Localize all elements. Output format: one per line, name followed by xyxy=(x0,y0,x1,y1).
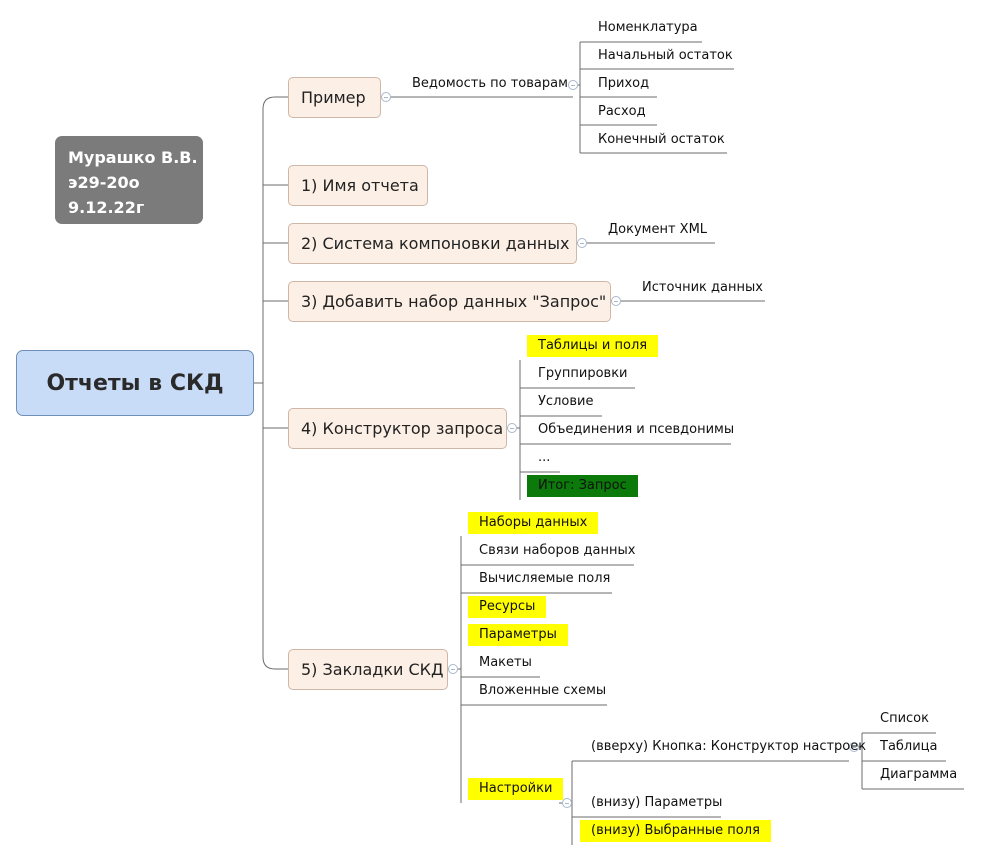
topic-label: (вверху) Кнопка: Конструктор настроек xyxy=(591,739,867,754)
topic-ellipsis[interactable]: ... xyxy=(527,447,561,469)
collapse-dcs-icon[interactable] xyxy=(577,238,587,248)
topic-income[interactable]: Приход xyxy=(587,73,660,95)
author-note[interactable]: Мурашко В.В. э29-20о 9.12.22г xyxy=(55,136,203,224)
topic-closing-balance[interactable]: Конечный остаток xyxy=(587,129,736,151)
collapse-constructor-icon[interactable] xyxy=(849,742,859,752)
collapse-query-builder-icon[interactable] xyxy=(507,423,517,433)
topic-condition[interactable]: Условие xyxy=(527,391,604,413)
topic-selected-fields[interactable]: (внизу) Выбранные поля xyxy=(580,820,771,842)
topic-tables-fields[interactable]: Таблицы и поля xyxy=(527,335,659,357)
topic-label: Номенклатура xyxy=(598,20,698,35)
branch-example[interactable]: Пример xyxy=(288,77,381,118)
root-topic[interactable]: Отчеты в СКД xyxy=(16,350,254,416)
topic-label: Итог: Запрос xyxy=(538,478,627,493)
topic-parameters[interactable]: Параметры xyxy=(468,624,568,646)
topic-label: Таблицы и поля xyxy=(538,338,648,353)
topic-data-source[interactable]: Источник данных xyxy=(631,277,774,299)
branch-dcs-tabs[interactable]: 5) Закладки СКД xyxy=(288,649,448,690)
topic-label: Связи наборов данных xyxy=(479,543,636,558)
branch-report-name[interactable]: 1) Имя отчета xyxy=(288,165,428,206)
topic-label: Вложенные схемы xyxy=(479,683,607,698)
topic-label: Наборы данных xyxy=(479,515,588,530)
topic-label: Конечный остаток xyxy=(598,132,725,147)
collapse-settings-icon[interactable] xyxy=(562,798,572,808)
branch-dcs[interactable]: 2) Система компоновки данных xyxy=(288,223,577,264)
topic-label: Таблица xyxy=(880,739,938,754)
topic-label: Список xyxy=(880,711,929,726)
author-group: э29-20о xyxy=(68,173,140,192)
root-topic-label: Отчеты в СКД xyxy=(46,370,224,396)
topic-settings[interactable]: Настройки xyxy=(468,778,564,800)
topic-label: Настройки xyxy=(479,781,553,796)
topic-vedomost-label: Ведомость по товарам xyxy=(412,76,568,91)
author-name: Мурашко В.В. xyxy=(68,148,198,167)
topic-label: Документ XML xyxy=(608,222,708,237)
topic-label: Диаграмма xyxy=(880,767,958,782)
topic-label: Ресурсы xyxy=(479,599,536,614)
topic-label: Начальный остаток xyxy=(598,48,733,63)
topic-label: Группировки xyxy=(538,366,628,381)
topic-table[interactable]: Таблица xyxy=(869,736,949,758)
topic-templates[interactable]: Макеты xyxy=(468,652,543,674)
collapse-example-icon[interactable] xyxy=(381,92,391,102)
branch-report-name-label: 1) Имя отчета xyxy=(301,176,419,195)
topic-label: Параметры xyxy=(479,627,557,642)
topic-calculated-fields[interactable]: Вычисляемые поля xyxy=(468,568,621,590)
branch-query-builder-label: 4) Конструктор запроса xyxy=(301,419,504,438)
branch-dcs-tabs-label: 5) Закладки СКД xyxy=(301,660,444,679)
topic-xml-document[interactable]: Документ XML xyxy=(597,219,718,241)
branch-add-dataset[interactable]: 3) Добавить набор данных "Запрос" xyxy=(288,281,611,322)
topic-nested-schemas[interactable]: Вложенные схемы xyxy=(468,680,617,702)
topic-diagram[interactable]: Диаграмма xyxy=(869,764,968,786)
topic-list[interactable]: Список xyxy=(869,708,940,730)
topic-label: Расход xyxy=(598,104,646,119)
topic-settings-builder-button[interactable]: (вверху) Кнопка: Конструктор настроек xyxy=(580,736,877,758)
collapse-dcs-tabs-icon[interactable] xyxy=(448,664,458,674)
author-date: 9.12.22г xyxy=(68,198,145,217)
topic-nomenclature[interactable]: Номенклатура xyxy=(587,17,709,39)
branch-example-label: Пример xyxy=(301,88,366,107)
topic-label: (внизу) Параметры xyxy=(591,795,723,810)
branch-dcs-label: 2) Система компоновки данных xyxy=(301,234,570,253)
topic-settings-bottom-params[interactable]: (внизу) Параметры xyxy=(580,792,733,814)
topic-groupings[interactable]: Группировки xyxy=(527,363,639,385)
topic-label: Вычисляемые поля xyxy=(479,571,611,586)
topic-opening-balance[interactable]: Начальный остаток xyxy=(587,45,744,67)
topic-datasets[interactable]: Наборы данных xyxy=(468,512,599,534)
branch-query-builder[interactable]: 4) Конструктор запроса xyxy=(288,408,507,449)
collapse-add-dataset-icon[interactable] xyxy=(611,296,621,306)
collapse-vedomost-icon[interactable] xyxy=(568,80,578,90)
topic-label: Приход xyxy=(598,76,650,91)
topic-unions-aliases[interactable]: Объединения и псевдонимы xyxy=(527,419,745,441)
topic-expense[interactable]: Расход xyxy=(587,101,657,123)
topic-label: Условие xyxy=(538,394,594,409)
topic-resources[interactable]: Ресурсы xyxy=(468,596,547,618)
branch-add-dataset-label: 3) Добавить набор данных "Запрос" xyxy=(301,292,607,311)
topic-label: Источник данных xyxy=(642,280,763,295)
topic-label: Объединения и псевдонимы xyxy=(538,422,735,437)
topic-query-result[interactable]: Итог: Запрос xyxy=(527,475,638,497)
topic-vedomost[interactable]: Ведомость по товарам xyxy=(401,73,579,95)
topic-label: ... xyxy=(538,450,551,465)
topic-label: Макеты xyxy=(479,655,532,670)
topic-label: (внизу) Выбранные поля xyxy=(591,823,760,838)
topic-dataset-links[interactable]: Связи наборов данных xyxy=(468,540,646,562)
